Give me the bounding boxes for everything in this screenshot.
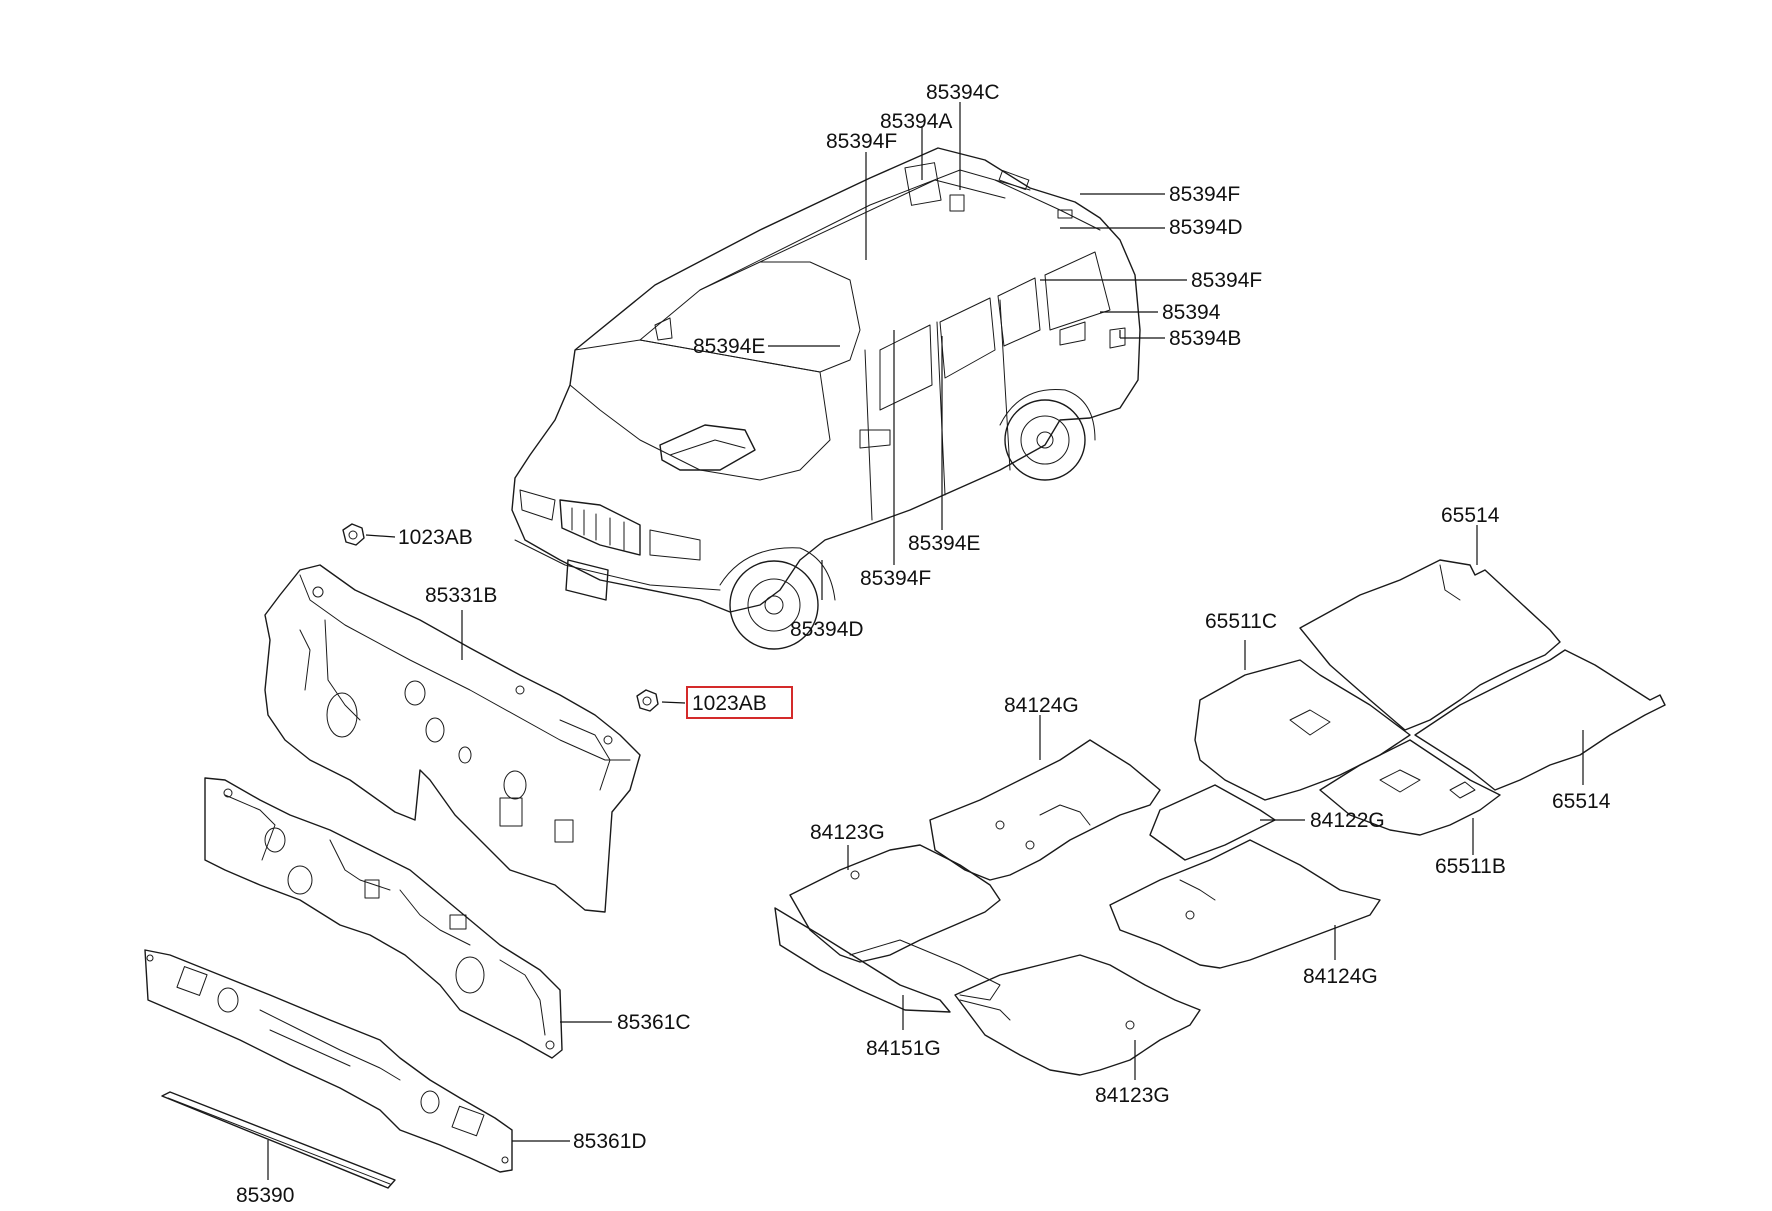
callout-85394F-right-1[interactable]: 85394F: [1169, 183, 1240, 206]
callout-1023AB-1[interactable]: 1023AB: [398, 526, 473, 549]
floor-carpet-84122G: [1149, 784, 1276, 861]
callout-84123G-bottom[interactable]: 84123G: [1095, 1084, 1170, 1107]
callout-85394B[interactable]: 85394B: [1169, 327, 1241, 350]
dash-panel-85331B: [264, 564, 641, 913]
callout-65511B[interactable]: 65511B: [1435, 855, 1506, 878]
floor-carpet-84124G-top: [929, 739, 1161, 881]
floor-carpet-84123G-top: [789, 844, 1001, 963]
callout-85361C[interactable]: 85361C: [617, 1011, 691, 1034]
floor-carpet-84123G-bottom: [954, 954, 1201, 1076]
highlight-box: [686, 686, 793, 719]
insulator-panel-85361D: [144, 949, 513, 1173]
callout-84151G[interactable]: 84151G: [866, 1037, 941, 1060]
callout-65514-bottom[interactable]: 65514: [1552, 790, 1611, 813]
callout-85394E-bottom[interactable]: 85394E: [908, 532, 980, 555]
callout-84124G-top[interactable]: 84124G: [1004, 694, 1079, 717]
callout-84122G[interactable]: 84122G: [1310, 809, 1385, 832]
callout-84123G-top[interactable]: 84123G: [810, 821, 885, 844]
callout-85394F-right-2[interactable]: 85394F: [1191, 269, 1262, 292]
callout-85394[interactable]: 85394: [1162, 301, 1221, 324]
seal-strip-85390: [161, 1091, 396, 1189]
callout-85394C[interactable]: 85394C: [926, 81, 1000, 104]
callout-85394D-right[interactable]: 85394D: [1169, 216, 1243, 239]
floor-mat-65511C: [1194, 659, 1411, 801]
nut-1023AB-1: [342, 523, 365, 546]
insulator-panel-85361C: [204, 777, 563, 1059]
callout-85394E-left[interactable]: 85394E: [693, 335, 765, 358]
callout-65514-top[interactable]: 65514: [1441, 504, 1500, 527]
floor-carpet-84124G-bottom: [1109, 839, 1381, 969]
floor-mat-65514-bottom: [1414, 649, 1666, 791]
nut-1023AB-2: [636, 689, 659, 712]
callout-85394F-bottom[interactable]: 85394F: [860, 567, 931, 590]
callout-1023AB-2[interactable]: 1023AB: [692, 692, 767, 715]
callout-85390[interactable]: 85390: [236, 1184, 294, 1207]
callout-65511C[interactable]: 65511C: [1205, 610, 1277, 633]
callout-85394F-top[interactable]: 85394F: [826, 130, 897, 153]
leader-lines: [267, 102, 1584, 1180]
vehicle-illustration: [511, 147, 1141, 650]
callout-labels: 85394C 85394A 85394F 85394F 85394D 85394…: [236, 81, 1611, 1207]
callout-85331B[interactable]: 85331B: [425, 584, 497, 607]
callout-84124G-bottom[interactable]: 84124G: [1303, 965, 1378, 988]
callout-85394A[interactable]: 85394A: [880, 110, 952, 133]
callout-85394D-bottom[interactable]: 85394D: [790, 618, 864, 641]
callout-85361D[interactable]: 85361D: [573, 1130, 647, 1153]
floor-carpet-84151G: [774, 907, 1001, 1013]
floor-mat-65511B: [1319, 739, 1501, 836]
floor-mat-65514-top: [1299, 559, 1561, 731]
